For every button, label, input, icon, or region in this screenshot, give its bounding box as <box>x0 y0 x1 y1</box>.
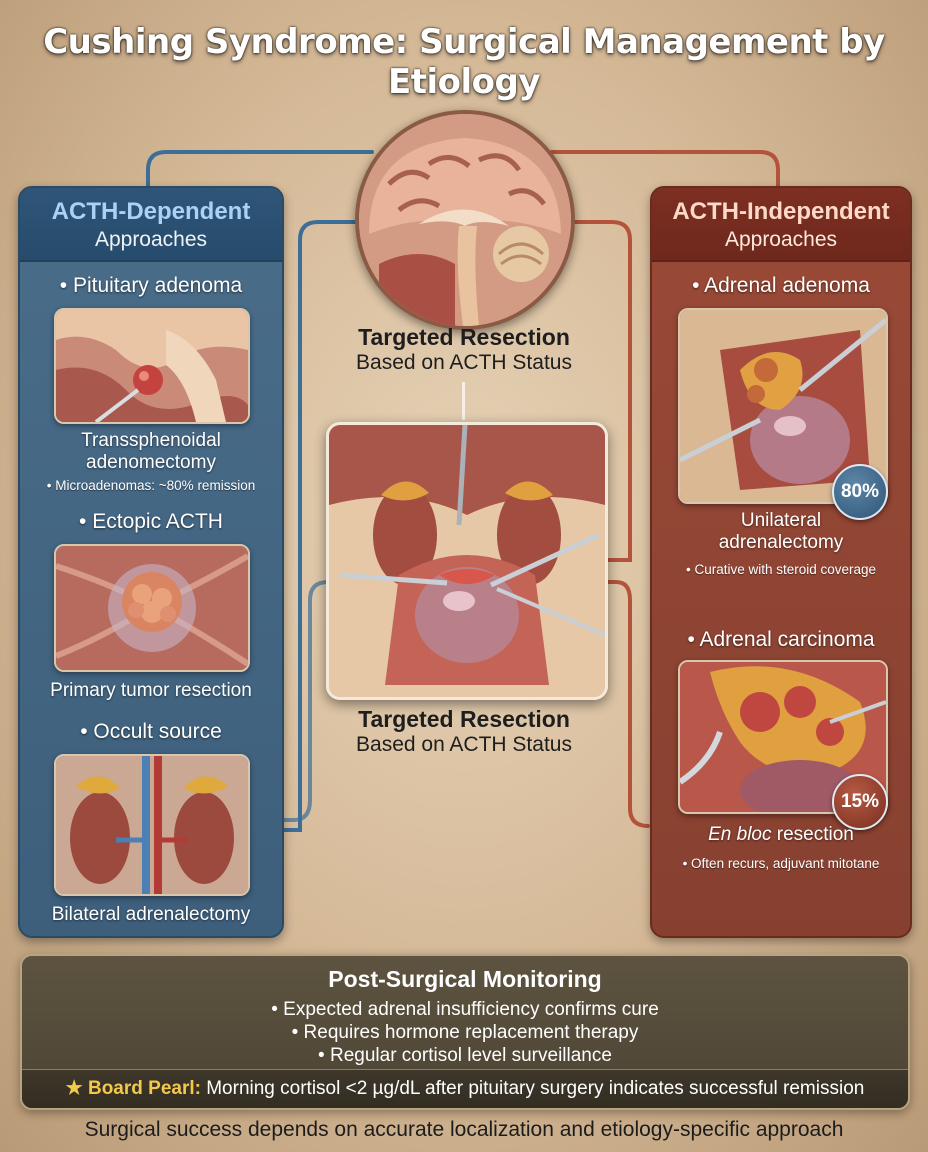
board-pearl-label: ★ Board Pearl: <box>65 1078 201 1099</box>
acth-dependent-panel: ACTH-Dependent Approaches • Pituitary ad… <box>18 186 284 938</box>
acth-independent-panel: ACTH-Independent Approaches • Adrenal ad… <box>650 186 912 938</box>
adrenal-carcinoma-illustration <box>678 660 888 814</box>
acth-dependent-header: ACTH-Dependent Approaches <box>20 188 282 262</box>
unilateral-adrenalectomy-caption: Unilateral adrenalectomy <box>718 510 844 553</box>
list-item: • Expected adrenal insufficiency confirm… <box>271 999 659 1020</box>
panel-heading: ACTH-Independent <box>672 198 890 225</box>
adrenal-carcinoma-title: • Adrenal carcinoma <box>687 628 875 651</box>
ectopic-acth-title: • Ectopic ACTH <box>79 510 223 533</box>
upper-center-label: Targeted Resection Based on ACTH Status <box>356 324 572 374</box>
footer-summary: Surgical success depends on accurate loc… <box>84 1118 844 1141</box>
brain-sagittal-illustration <box>355 110 575 330</box>
acth-independent-header: ACTH-Independent Approaches <box>652 188 910 262</box>
page-title: Cushing Syndrome: Surgical Management by… <box>43 22 885 102</box>
post-surgical-monitoring-box: Post-Surgical Monitoring • Expected adre… <box>20 954 910 1110</box>
bilateral-adrenalectomy-caption: Bilateral adrenalectomy <box>51 904 251 925</box>
lower-center-label: Targeted Resection Based on ACTH Status <box>356 706 572 756</box>
pituitary-illustration <box>54 308 250 424</box>
pituitary-adenoma-title: • Pituitary adenoma <box>59 274 243 297</box>
adrenal-adenoma-title: • Adrenal adenoma <box>692 274 870 297</box>
adrenal-surgery-illustration <box>326 422 608 700</box>
center-connector <box>462 382 465 420</box>
monitoring-title: Post-Surgical Monitoring <box>328 966 602 992</box>
list-item: • Regular cortisol level surveillance <box>318 1045 612 1066</box>
panel-subheading: Approaches <box>724 228 838 251</box>
success-rate-badge: 15% <box>832 774 888 830</box>
panel-heading: ACTH-Dependent <box>51 198 251 225</box>
en-bloc-resection-caption: En bloc resection <box>708 824 854 845</box>
mitotane-note: • Often recurs, adjuvant mitotane <box>682 856 880 871</box>
microadenoma-note: • Microadenomas: ~80% remission <box>46 478 256 493</box>
panel-subheading: Approaches <box>94 228 208 251</box>
steroid-coverage-note: • Curative with steroid coverage <box>685 562 877 577</box>
board-pearl-text: Morning cortisol <2 µg/dL after pituitar… <box>200 1078 865 1099</box>
adrenal-adenoma-illustration <box>678 308 888 504</box>
board-pearl-bar: ★ Board Pearl: Morning cortisol <2 µg/dL… <box>22 1069 908 1108</box>
transsphenoidal-caption: Transsphenoidal adenomectomy <box>81 430 221 473</box>
monitoring-list: • Expected adrenal insufficiency confirm… <box>22 998 908 1067</box>
list-item: • Requires hormone replacement therapy <box>291 1022 639 1043</box>
ectopic-tumor-illustration <box>54 544 250 672</box>
success-rate-badge: 80% <box>832 464 888 520</box>
primary-tumor-resection-caption: Primary tumor resection <box>50 680 252 701</box>
bilateral-kidneys-illustration <box>54 754 250 896</box>
occult-source-title: • Occult source <box>80 720 222 743</box>
